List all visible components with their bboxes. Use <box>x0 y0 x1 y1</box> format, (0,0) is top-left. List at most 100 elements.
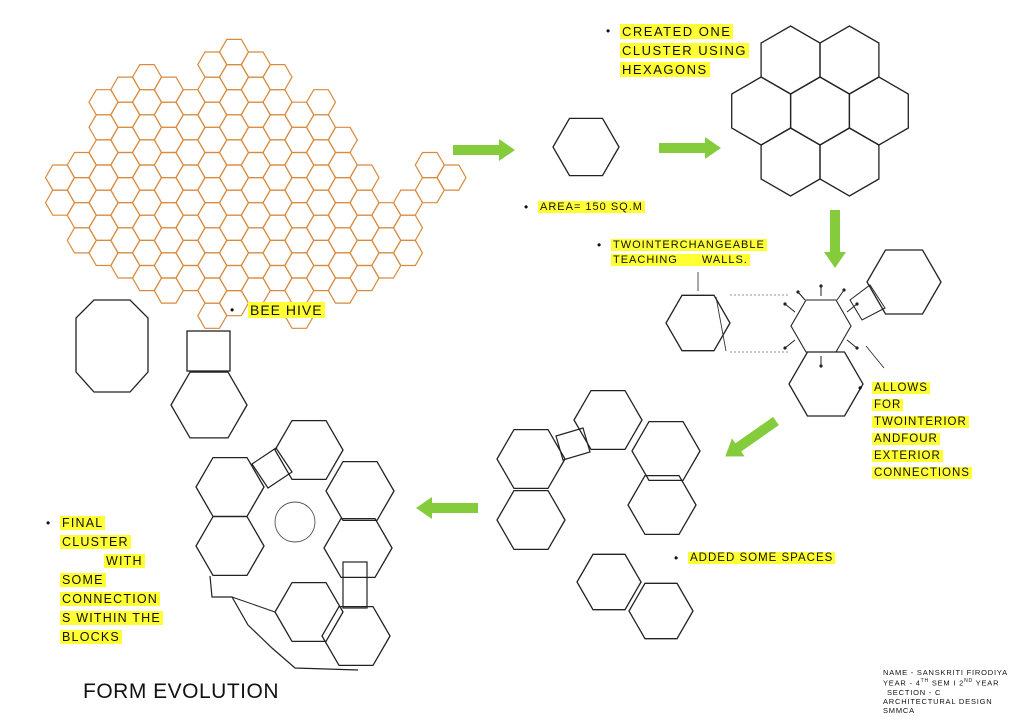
hive-cell <box>240 76 271 103</box>
hive-cell <box>284 227 315 254</box>
page-title: FORM EVOLUTION <box>83 680 280 703</box>
hive-cell <box>284 101 315 128</box>
arrow-shape <box>659 137 721 159</box>
hive-cell <box>327 202 358 229</box>
hive-cell <box>110 202 141 229</box>
hive-cell <box>414 151 445 179</box>
connection-arrow <box>846 339 858 349</box>
bee-hive-pattern <box>44 38 467 329</box>
hive-cell <box>110 151 141 179</box>
hive-cell <box>371 227 402 254</box>
connection-arrow <box>784 303 796 313</box>
hive-cell <box>371 202 402 229</box>
hive-cell <box>240 202 271 229</box>
hive-cell <box>110 252 141 279</box>
hive-cell <box>197 202 228 229</box>
arrow-arc-to-final <box>416 497 478 519</box>
arrow-head <box>855 302 859 306</box>
flow-arrows <box>416 137 846 519</box>
hive-cell <box>392 214 424 241</box>
hive-cell <box>131 63 163 91</box>
hive-cell <box>284 202 315 229</box>
cluster-hexagon <box>819 127 880 197</box>
courtyard-circle <box>274 501 316 543</box>
connector-square <box>849 284 886 321</box>
arrow-head <box>783 302 787 306</box>
hive-cell <box>240 101 271 128</box>
hive-cell <box>197 76 228 103</box>
cluster-hexagon <box>819 25 880 95</box>
final-cluster-hexagon <box>323 517 393 579</box>
connector-square <box>555 427 591 461</box>
added-space-hexagon <box>576 553 642 611</box>
final-cluster-note: • FINAL CLUSTER WITH SOME CONNECTION S W… <box>46 516 163 644</box>
hive-cell <box>197 101 228 128</box>
hive-cell <box>66 177 97 204</box>
arrow-head <box>819 284 823 288</box>
student-info: NAME - SANSKRITI FIRODIYA YEAR - 4TH SEM… <box>883 668 1008 715</box>
hive-cell <box>197 277 228 304</box>
added-spaces-note: •ADDED SOME SPACES <box>674 551 836 565</box>
hive-cell <box>305 89 337 116</box>
hive-cell <box>240 151 271 179</box>
arc-cluster-hexagon <box>496 428 566 490</box>
info-subject: ARCHITECTURAL DESIGN <box>883 696 993 706</box>
teaching-wall-hexagon <box>665 294 731 352</box>
hive-cell <box>327 277 358 304</box>
info-school: SMMCA <box>883 705 915 715</box>
hive-cell <box>327 177 358 204</box>
hive-cell <box>240 277 271 304</box>
hive-cell <box>66 202 97 229</box>
hive-cell <box>110 101 141 128</box>
teaching-walls-note: • TWOINTERCHANGEABLE TEACHING WALLS. <box>597 238 767 266</box>
arc-cluster-hexagon <box>631 420 701 482</box>
hive-cell <box>197 177 228 204</box>
added-space-hexagon <box>628 582 694 640</box>
hive-cell <box>153 277 184 304</box>
bee-hive-label: •BEE HIVE <box>230 302 325 318</box>
hive-cell <box>153 126 184 154</box>
hive-cell <box>284 277 315 304</box>
connections-note: • ALLOWS FOR TWOINTERIOR ANDFOUR EXTERIO… <box>858 381 972 479</box>
hive-cell <box>262 89 293 116</box>
arrow-connections-to-arc <box>725 416 779 457</box>
arc-cluster-hexagon <box>496 489 566 551</box>
center-hexagon <box>790 299 852 353</box>
cluster-hexagon <box>760 127 821 197</box>
connector-square <box>251 447 293 489</box>
hive-cell <box>153 76 184 103</box>
info-year: YEAR - 4TH SEM I 2ND YEAR <box>883 678 1000 688</box>
hive-cell <box>197 302 228 329</box>
hive-cell <box>110 227 141 254</box>
hive-cell <box>305 114 337 141</box>
hive-cell <box>153 202 184 229</box>
hexagon-below-square <box>170 371 248 439</box>
cluster-hexagon <box>760 25 821 95</box>
hive-cell <box>110 126 141 154</box>
hive-cell <box>240 252 271 279</box>
octagon-shape <box>75 299 149 393</box>
hive-cell <box>284 126 315 154</box>
hive-cell <box>197 227 228 254</box>
hive-cell <box>240 177 271 204</box>
hive-cell <box>240 126 271 154</box>
hive-cell <box>153 101 184 128</box>
hive-cell <box>153 227 184 254</box>
arrow-shape <box>453 139 515 161</box>
arrow-head <box>819 364 823 368</box>
hive-cell <box>414 177 445 204</box>
final-cluster-hexagon <box>325 460 395 522</box>
hive-cell <box>110 76 141 103</box>
enclosing-wall <box>209 575 359 671</box>
hive-cell <box>349 164 380 191</box>
teaching-wall-line <box>715 296 727 352</box>
hive-cell <box>66 151 97 179</box>
hive-cell <box>240 51 271 78</box>
hive-cell <box>392 189 424 216</box>
arrow-cluster-to-connections <box>824 210 846 268</box>
final-cluster-hexagon <box>321 605 391 667</box>
connector-square <box>186 330 231 372</box>
hive-cell <box>153 252 184 279</box>
info-section: SECTION - C <box>887 687 942 697</box>
final-cluster-hexagon <box>274 419 344 481</box>
